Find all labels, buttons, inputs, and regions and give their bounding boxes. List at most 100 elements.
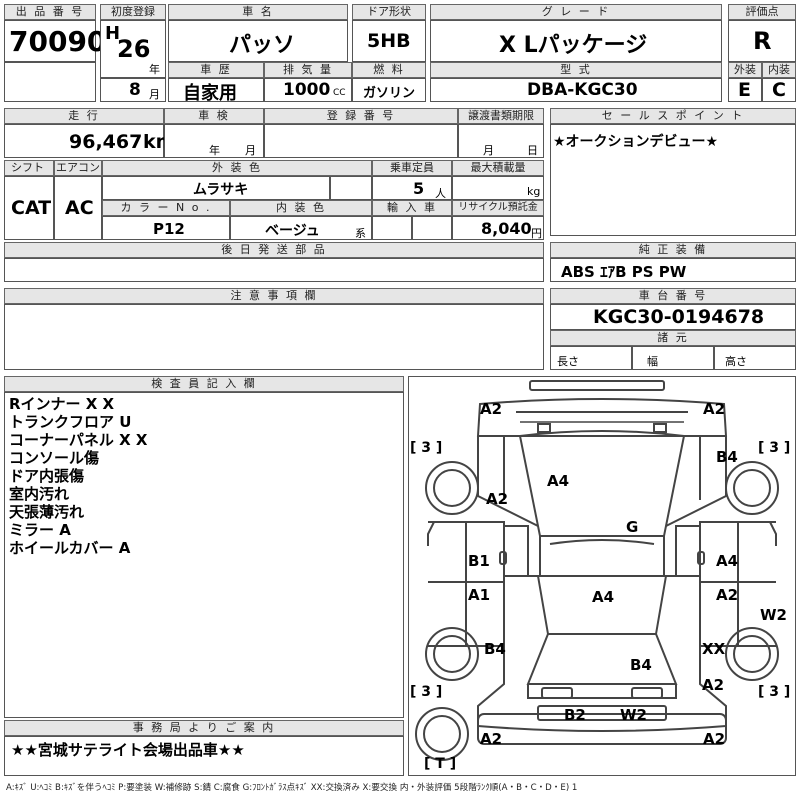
ext-label: 外装 <box>728 62 762 78</box>
first-reg-month-cell: 8 月 <box>100 78 166 102</box>
displacement-cell: 1000 CC <box>264 78 352 102</box>
score-label: 評価点 <box>728 4 796 20</box>
grade-label: グ レ ー ド <box>430 4 722 20</box>
shift-cell: CAT <box>4 176 54 240</box>
capacity-label: 乗車定員 <box>372 160 452 176</box>
fuel: ガソリン <box>363 86 416 101</box>
first-reg-cell: H 26 年 <box>100 20 166 78</box>
tire-tread-rear-left: [ 3 ] <box>410 684 443 700</box>
mileage-label: 走 行 <box>4 108 164 124</box>
damage-mark: B4 <box>716 448 738 466</box>
tire-tread-front-right: [ 3 ] <box>758 440 791 456</box>
inspector-line: トランクフロア U <box>9 413 132 431</box>
lot-blank <box>4 62 96 102</box>
ext-grade: E <box>738 79 751 101</box>
insp-month-unit: 月 <box>245 144 256 157</box>
regno-cell <box>264 124 458 158</box>
capacity: 5 <box>413 179 425 198</box>
import-cell-a <box>372 216 412 240</box>
month-unit: 月 <box>149 88 160 101</box>
office-cell: ★★宮城サテライト会場出品車★★ <box>4 736 404 776</box>
damage-mark: B4 <box>484 640 506 658</box>
recycle-label: リサイクル預託金 <box>452 200 544 216</box>
ac-cell: AC <box>54 176 102 240</box>
import-label: 輸 入 車 <box>372 200 452 216</box>
shift-label: シフト <box>4 160 54 176</box>
intcolor-label: 内 装 色 <box>230 200 372 216</box>
color-cell: ムラサキ <box>102 176 330 200</box>
int-grade: C <box>772 79 786 101</box>
lot-cell: 70090 <box>4 20 106 62</box>
shift: CAT <box>11 197 52 219</box>
fuel-label: 燃 料 <box>352 62 426 78</box>
inspector-notes: Rインナー X X トランクフロア U コーナーパネル X X コンソール傷 ド… <box>4 392 404 718</box>
first-reg-label: 初度登録 <box>100 4 166 20</box>
ac-label: エアコン <box>54 160 102 176</box>
damage-mark: A2 <box>480 730 503 748</box>
equipment-cell: ABS ｴｱB PS PW <box>550 258 796 282</box>
colorno-label: カ ラ ー N o . <box>102 200 230 216</box>
color-label: 外 装 色 <box>102 160 372 176</box>
damage-mark: A2 <box>703 730 726 748</box>
displacement-label: 排 気 量 <box>264 62 352 78</box>
intcolor-unit: 系 <box>355 227 366 240</box>
spec-width-cell: 幅 <box>632 346 714 370</box>
load-cell: kg <box>452 176 544 200</box>
score: R <box>753 27 772 55</box>
interior-color: ベージュ <box>265 223 320 239</box>
damage-mark: A2 <box>486 490 509 508</box>
lot-label: 出 品 番 号 <box>4 4 96 20</box>
capacity-unit: 人 <box>435 187 446 200</box>
chassis-label: 車 台 番 号 <box>550 288 796 304</box>
transfer-month: 月 <box>483 144 494 157</box>
sales-point: ★オークションデビュー★ <box>553 134 719 150</box>
damage-mark: XX <box>702 640 726 658</box>
displacement: 1000 <box>283 80 331 100</box>
reg-year: 26 <box>117 35 151 63</box>
color-extra-cell <box>330 176 372 200</box>
spec-height-cell: 高さ <box>714 346 796 370</box>
damage-mark: A1 <box>468 586 491 604</box>
damage-mark: A2 <box>702 676 725 694</box>
damage-mark: G <box>626 518 639 536</box>
equipment-label: 純 正 装 備 <box>550 242 796 258</box>
inspector-label: 検 査 員 記 入 欄 <box>4 376 404 392</box>
chassis-cell: KGC30-0194678 <box>550 304 796 330</box>
history-cell: 自家用 <box>168 78 264 104</box>
body-color: ムラサキ <box>193 182 249 198</box>
regno-label: 登 録 番 号 <box>264 108 458 124</box>
damage-mark: W2 <box>760 606 787 624</box>
lot-number: 70090 <box>9 25 107 58</box>
spec-length-cell: 長さ <box>550 346 632 370</box>
later-parts-cell <box>4 258 544 282</box>
chassis-number: KGC30-0194678 <box>593 306 765 328</box>
office-label: 事 務 局 よ り ご 案 内 <box>4 720 404 736</box>
grade: X Lパッケージ <box>499 33 648 58</box>
door-cell: 5HB <box>352 20 426 62</box>
spec-height: 高さ <box>725 355 747 368</box>
spec-length: 長さ <box>557 355 579 368</box>
notes-label: 注 意 事 項 欄 <box>4 288 544 304</box>
insp-year-unit: 年 <box>209 144 220 157</box>
sales-cell: ★オークションデビュー★ <box>550 124 796 236</box>
int-label: 内装 <box>762 62 796 78</box>
spec-width: 幅 <box>647 355 658 368</box>
tire-tread-spare: [ T ] <box>424 756 457 772</box>
inspector-line: Rインナー X X <box>9 395 115 413</box>
grade-cell: X Lパッケージ <box>430 20 722 62</box>
inspector-line: ドア内張傷 <box>9 467 85 485</box>
equipment: ABS ｴｱB PS PW <box>561 263 687 281</box>
load-unit: kg <box>527 185 541 198</box>
model-code: DBA-KGC30 <box>527 80 638 100</box>
mileage-cell: 96,467 km <box>4 124 175 158</box>
history: 自家用 <box>183 83 237 104</box>
inspector-line: コンソール傷 <box>9 449 100 467</box>
damage-mark: W2 <box>620 706 647 724</box>
history-label: 車 歴 <box>168 62 264 78</box>
car-name: パッソ <box>229 33 296 58</box>
colorno-cell: P12 <box>102 216 230 240</box>
notes-cell <box>4 304 544 370</box>
score-cell: R <box>728 20 796 62</box>
cc-unit: CC <box>333 88 346 98</box>
damage-mark: A2 <box>480 400 503 418</box>
